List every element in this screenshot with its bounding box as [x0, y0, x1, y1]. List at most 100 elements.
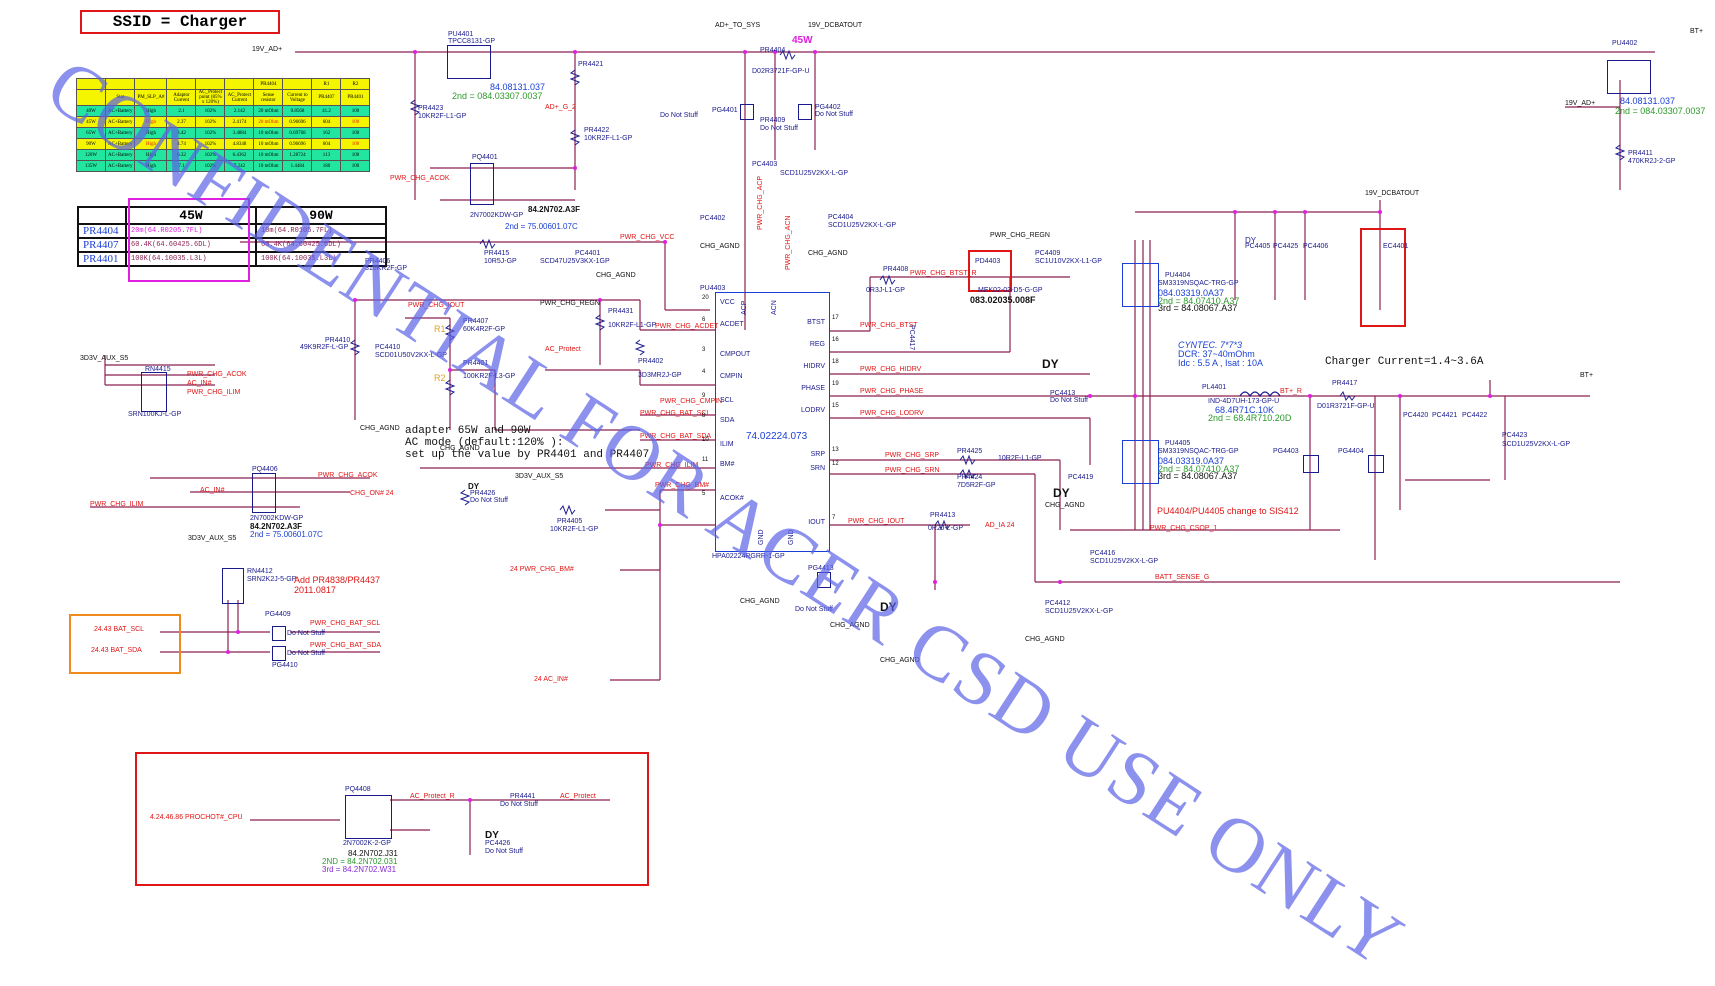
- pu4401-ref: PU4401: [448, 31, 474, 38]
- net-bt-plus-out: BT+: [1580, 372, 1594, 379]
- pu4405-alt3: 3rd = 84.08067.A37: [1158, 471, 1238, 481]
- net-agnd-10: CHG_AGND: [1045, 502, 1085, 509]
- pr4406-ref: PR4406: [365, 258, 391, 265]
- pr-ref-cell: PR4401: [77, 251, 127, 267]
- net-ad-ia: AD_IA 24: [985, 522, 1015, 529]
- pd4403-val: MEK02-03-D5-G-GP: [978, 287, 1043, 294]
- net-agnd-4: CHG_AGND: [1025, 636, 1065, 643]
- adapter-note-1: adapter 65W and 90W: [405, 425, 531, 437]
- ic-pin-cmpout: CMPOUT: [720, 351, 751, 358]
- pr4413-ref: PR4413: [930, 512, 956, 519]
- pg4401-symbol: [740, 104, 754, 120]
- adapter-note-2: AC mode (default:120% ):: [405, 437, 564, 449]
- net-bt-plus: BT+: [1690, 28, 1704, 35]
- pr-value-cell: 10m(64.R0105.7FL): [255, 223, 387, 239]
- spec-cell: [76, 89, 106, 106]
- pc4423-ref: PC4423: [1502, 432, 1528, 439]
- ic-pin-number: 10: [702, 437, 709, 443]
- net-agnd-9: CHG_AGND: [440, 445, 480, 452]
- rn4415-symbol: [141, 372, 167, 412]
- spec-cell: 100: [340, 127, 371, 139]
- pg4402-symbol: [798, 104, 812, 120]
- net-agnd-6: CHG_AGND: [596, 272, 636, 279]
- ec4401-highlight-box: [1360, 228, 1406, 327]
- pu4405-alt2: 2nd = 84.07410.A37: [1158, 464, 1240, 474]
- net-srn: PWR_CHG_SRN: [885, 467, 940, 474]
- net-bm: PWR_CHG_BM#: [655, 482, 710, 489]
- spec-cell: 0.96696: [282, 116, 313, 128]
- pg4402-ref: PG4402: [815, 104, 841, 111]
- spec-cell: Sense resistor: [253, 89, 284, 106]
- spec-cell: PR4404: [253, 78, 284, 90]
- spec-cell: 1.4484: [282, 160, 313, 172]
- spec-cell: PR4401: [340, 89, 371, 106]
- pc4413-note: Do Not Stuff: [1050, 397, 1089, 404]
- pg4413-symbol: [817, 572, 831, 588]
- port-bat-scl[interactable]: 24.43 BAT_SCL: [94, 626, 145, 633]
- pr4401-val: 100KR2F-L3-GP: [463, 373, 516, 380]
- net-batt-sense: BATT_SENSE_G: [1155, 574, 1210, 581]
- pq4406-pn: 84.2N702.A3F: [250, 522, 303, 531]
- spec-cell: 1.28724: [282, 149, 313, 161]
- pu4405-symbol: [1122, 440, 1159, 484]
- ic-pin-sda: SDA: [720, 417, 735, 424]
- net-btst-r: PWR_CHG_BTST_R: [910, 270, 977, 277]
- pc4410-ref: PC4410: [375, 344, 401, 351]
- pg4409-note: Do Not Stuff: [287, 630, 326, 637]
- pc4423-val: SCD1U25V2KX-L-GP: [1502, 441, 1571, 448]
- net-btst: PWR_CHG_BTST: [860, 322, 918, 329]
- pg4409-ref: PG4409: [265, 611, 291, 618]
- net-agnd-1: CHG_AGND: [740, 598, 780, 605]
- pr-ref-cell: PR4407: [77, 237, 127, 253]
- pu4401-pn: 84.08131.037: [490, 82, 546, 92]
- pq4408-ref: PQ4408: [345, 786, 371, 793]
- port-prochot[interactable]: 4.24.46.86 PROCHOT#_CPU: [150, 814, 243, 821]
- pu4405-val: SM3319NSQAC-TRG-GP: [1158, 448, 1239, 455]
- pr4426-note: Do Not Stuff: [470, 497, 509, 504]
- pg4410-ref: PG4410: [272, 662, 298, 669]
- pr4415-val: 10R5J-GP: [484, 258, 517, 265]
- pr4409-note: Do Not Stuff: [760, 125, 799, 132]
- adapter-note-3: set up the value by PR4401 and PR4407: [405, 449, 650, 461]
- net-agnd-8: CHG_AGND: [360, 425, 400, 432]
- pq4401-pn: 84.2N702.A3F: [528, 205, 581, 214]
- pr4404-ref: PR4404: [760, 47, 786, 54]
- net-19v-dcbatout-right: 19V_DCBATOUT: [1365, 190, 1420, 197]
- pu4404-val: SM3319NSQAC-TRG-GP: [1158, 280, 1239, 287]
- pr-table-header-cell: 45W: [125, 206, 257, 225]
- pc4401-ref: PC4401: [575, 250, 601, 257]
- ic-pin-acdet: ACDET: [720, 321, 744, 328]
- pu4404-alt3: 3rd = 84.08067.A37: [1158, 303, 1238, 313]
- pr4424-val: 7D5R2F-GP: [957, 482, 996, 489]
- net-ilim-pq: PWR_CHG_ILIM: [90, 501, 144, 508]
- spec-cell: 135W: [76, 160, 106, 172]
- pg4409-symbol: [272, 626, 286, 641]
- pr-value-cell: 100K(64.10035.L3L): [255, 251, 387, 267]
- ic-pin-number: 7: [832, 515, 836, 521]
- pr-value-cell: 100K(64.10035.L3L): [125, 251, 257, 267]
- pr-ref-cell: PR4404: [77, 223, 127, 239]
- pg4410-note: Do Not Stuff: [287, 650, 326, 657]
- net-ac-protect-r: AC_Protect_R: [410, 793, 455, 800]
- net-acok: PWR_CHG_ACOK: [390, 175, 450, 182]
- pr4405-ref: PR4405: [557, 518, 583, 525]
- pc4426-ref: PC4426: [485, 840, 511, 847]
- spec-cell: PR4407: [311, 89, 342, 106]
- pc4417-ref: PC4417: [908, 325, 915, 351]
- port-bat-sda[interactable]: 24.43 BAT_SDA: [91, 647, 142, 654]
- ic-pin-number: 17: [832, 315, 839, 321]
- pin-acp: ACP: [741, 300, 748, 315]
- spec-cell: [282, 78, 313, 90]
- net-srp: PWR_CHG_SRP: [885, 452, 940, 459]
- pc4402-ref: PC4402: [700, 215, 726, 222]
- net-ac-in-pq: AC_IN#: [200, 487, 225, 494]
- ic-pin-number: 19: [832, 381, 839, 387]
- pr4411-val: 470KR2J-2-GP: [1628, 158, 1676, 165]
- spec-cell: [195, 78, 226, 90]
- pc4416-val: SCD1U25V2KX-L-GP: [1090, 558, 1159, 565]
- net-bat-scl: PWR_CHG_BAT_SCL: [640, 410, 711, 417]
